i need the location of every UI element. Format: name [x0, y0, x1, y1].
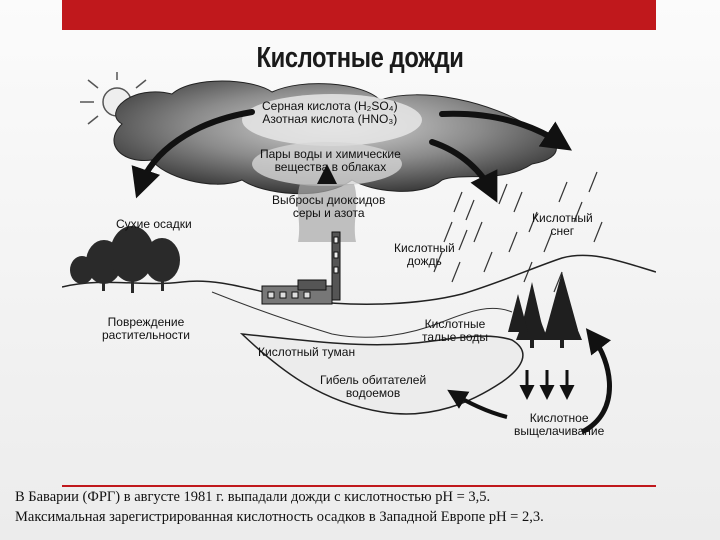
leaching-return-arrow	[580, 328, 612, 435]
label-aquatic-line1: Гибель обитателей	[320, 373, 427, 387]
label-nitric-acid: Азотная кислота (HNO₃)	[262, 112, 398, 126]
leaching-arrows	[519, 370, 575, 400]
label-vegetation-damage: Повреждение растительности	[102, 316, 190, 342]
caption-divider	[62, 485, 656, 487]
label-emissions-line2: серы и азота	[292, 206, 365, 220]
label-meltwater-line2: талые воды	[422, 330, 488, 344]
label-acid-fog: Кислотный туман	[258, 345, 356, 359]
slide-title: Кислотные дожди	[256, 42, 464, 74]
label-cloud-acids: Серная кислота (H₂SO₄) Азотная кислота (…	[262, 100, 398, 126]
label-vapor: Пары воды и химические вещества в облака…	[260, 148, 401, 174]
top-accent-bar	[62, 0, 656, 30]
acid-rain-streaks	[433, 171, 603, 293]
label-veg-line1: Повреждение	[107, 315, 185, 329]
fog-line	[211, 291, 513, 338]
label-dry-deposition: Сухие осадки	[116, 217, 192, 231]
label-acid-rain-line2: дождь	[406, 254, 442, 268]
label-emissions: Выбросы диоксидов серы и азота	[272, 194, 385, 220]
label-meltwater-line1: Кислотные	[424, 317, 486, 331]
caption-line-2: Максимальная зарегистрированная кислотно…	[15, 509, 544, 525]
label-veg-line2: растительности	[102, 328, 190, 342]
label-acid-rain-line1: Кислотный	[394, 241, 455, 255]
label-vapor-line1: Пары воды и химические	[260, 147, 401, 161]
caption-line-1: В Баварии (ФРГ) в августе 1981 г. выпада…	[15, 489, 491, 505]
label-leaching: Кислотное выщелачивание	[514, 412, 604, 438]
ground-line	[62, 254, 656, 305]
acid-rain-diagram: Серная кислота (H₂SO₄) Азотная кислота (…	[62, 72, 656, 472]
factory	[261, 231, 341, 305]
forest-right	[508, 272, 582, 348]
smoke-plume	[297, 184, 357, 242]
label-acid-snow-line1: Кислотный	[532, 211, 593, 225]
label-aquatic-line2: водоемов	[345, 386, 401, 400]
label-aquatic-death: Гибель обитателей водоемов	[320, 374, 426, 400]
label-leaching-line1: Кислотное	[529, 411, 589, 425]
label-acid-rain: Кислотный дождь	[394, 242, 455, 268]
diagram-illustration	[62, 72, 656, 435]
flow-arrows	[131, 109, 572, 203]
label-leaching-line2: выщелачивание	[514, 424, 605, 438]
forest-left	[70, 226, 180, 293]
label-meltwater: Кислотные талые воды	[422, 318, 488, 344]
label-acid-snow-line2: снег	[550, 224, 575, 238]
label-sulfuric-acid: Серная кислота (H₂SO₄)	[262, 99, 398, 113]
label-vapor-line2: вещества в облаках	[274, 160, 387, 174]
to-lake-arrow	[447, 389, 508, 419]
label-acid-snow: Кислотный снег	[532, 212, 593, 238]
acid-cloud	[113, 80, 557, 195]
label-emissions-line1: Выбросы диоксидов	[272, 193, 386, 207]
